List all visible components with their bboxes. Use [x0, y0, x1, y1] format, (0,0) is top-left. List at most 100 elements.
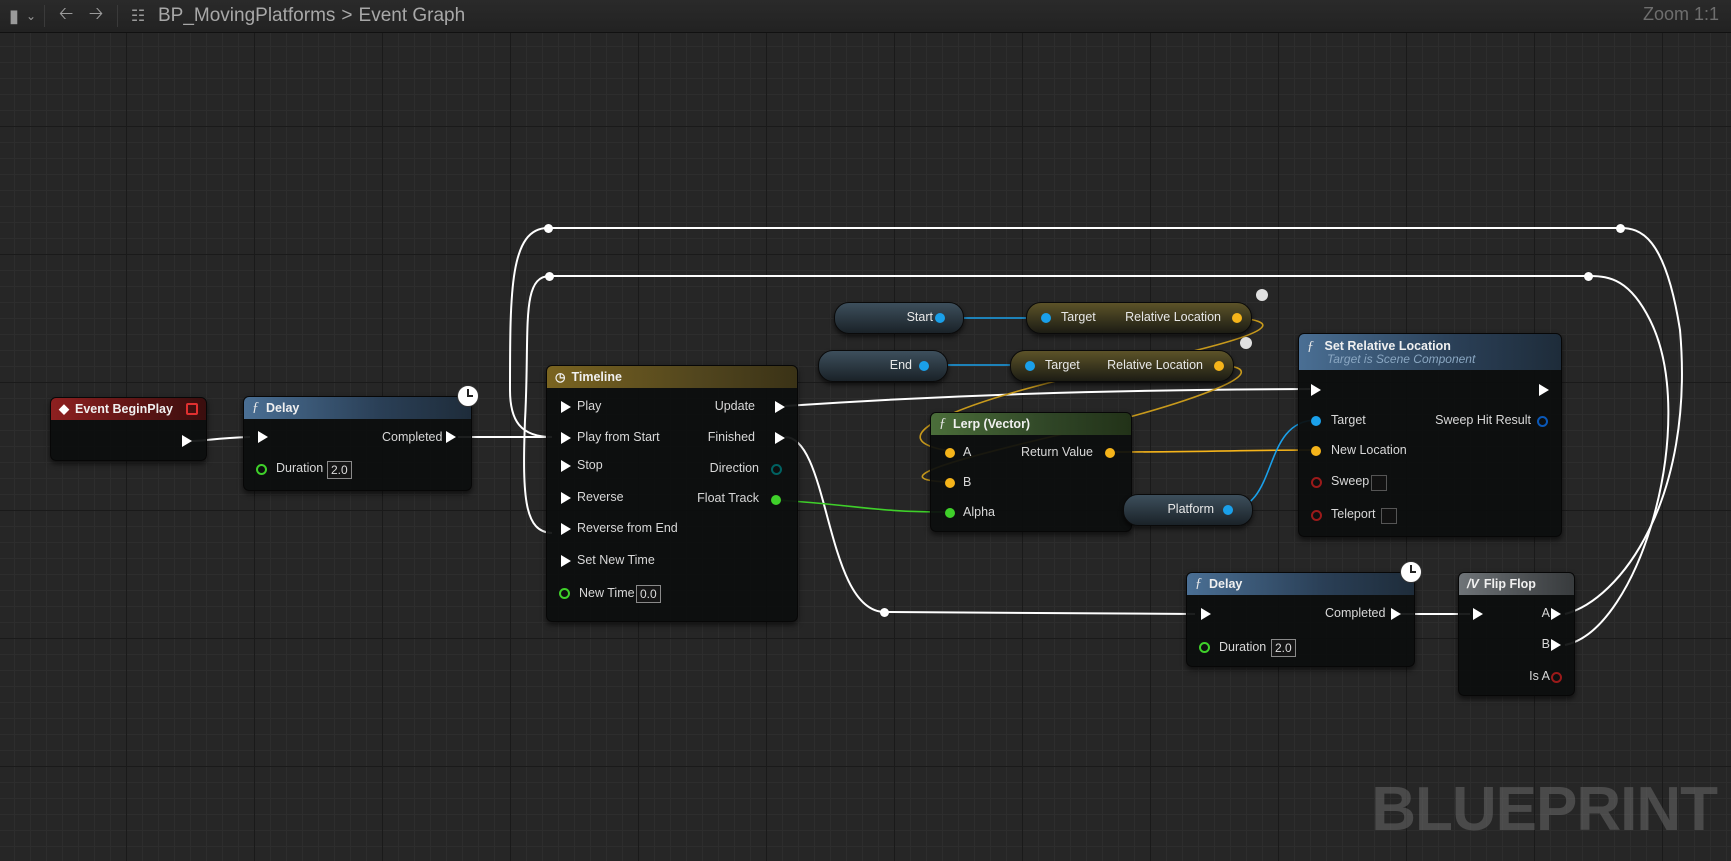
vector-input-pin[interactable] [1311, 446, 1321, 456]
exec-input-pin[interactable] [561, 460, 571, 472]
flip-flop-node[interactable]: /V Flip Flop A B Is A [1458, 572, 1575, 696]
object-input-pin[interactable] [1041, 313, 1051, 323]
platform-variable-node[interactable]: Platform [1123, 494, 1253, 526]
node-header: ƒ Lerp (Vector) [931, 413, 1131, 435]
bookmark-icon[interactable]: ▮ [9, 5, 19, 26]
node-header: ◆ Event BeginPlay [51, 398, 206, 420]
exec-output-pin[interactable] [1539, 384, 1549, 396]
new-time-label: New Time [579, 586, 635, 600]
exec-output-pin[interactable] [775, 401, 785, 413]
object-output-pin[interactable] [919, 361, 929, 371]
set-relative-location-node[interactable]: ƒ Set Relative Location Target is Scene … [1298, 333, 1562, 537]
reroute-knot[interactable] [1616, 224, 1625, 233]
timeline-input-reverse-from-end: Reverse from End [577, 521, 678, 535]
exec-output-pin[interactable] [1551, 639, 1561, 651]
float-input-pin[interactable] [559, 588, 570, 599]
latent-clock-icon [1400, 561, 1422, 583]
variable-label: Platform [1167, 502, 1214, 516]
lerp-b-label: B [963, 475, 972, 489]
exec-output-pin[interactable] [1391, 608, 1401, 620]
sweep-checkbox[interactable] [1371, 475, 1387, 491]
exec-output-pin[interactable] [775, 432, 785, 444]
delay-node-1[interactable]: ƒ Delay Completed Duration 2.0 [243, 396, 472, 491]
flip-flop-icon: /V [1467, 577, 1479, 591]
breadcrumb-graph[interactable]: Event Graph [358, 5, 466, 26]
flip-flop-a-label: A [1541, 606, 1550, 620]
completed-label: Completed [382, 430, 443, 444]
reroute-knot[interactable] [545, 272, 554, 281]
timeline-output-direction: Direction [709, 461, 759, 475]
exec-input-pin[interactable] [561, 432, 571, 444]
lerp-alpha-label: Alpha [963, 505, 995, 519]
reroute-knot[interactable] [544, 224, 553, 233]
delegate-pin-icon[interactable] [186, 403, 198, 415]
target-label: Target [1061, 310, 1096, 324]
graph-toolbar: ▮ ⌄ 🡠 🡢 ☷ BP_MovingPlatforms > Event Gra… [0, 0, 1731, 33]
chevron-down-icon[interactable]: ⌄ [25, 9, 37, 23]
float-input-pin[interactable] [1199, 642, 1210, 653]
timeline-node[interactable]: ◷ Timeline Play Play from Start Stop Rev… [546, 365, 798, 622]
exec-output-pin[interactable] [182, 435, 192, 447]
bool-input-pin[interactable] [1311, 510, 1322, 521]
timeline-output-float-track: Float Track [697, 491, 759, 505]
event-beginplay-node[interactable]: ◆ Event BeginPlay [50, 397, 207, 461]
exec-input-pin[interactable] [1201, 608, 1211, 620]
vector-output-pin[interactable] [1105, 448, 1115, 458]
start-variable-node[interactable]: Start [834, 302, 964, 334]
sweep-hit-result-label: Sweep Hit Result [1435, 413, 1531, 427]
variable-label: End [889, 358, 912, 372]
vector-output-pin[interactable] [1214, 361, 1224, 371]
exec-wire [784, 388, 1311, 407]
bool-input-pin[interactable] [1311, 477, 1322, 488]
get-relative-location-end-node[interactable]: Target Relative Location [1010, 350, 1234, 382]
timeline-output-finished: Finished [707, 430, 755, 444]
object-input-pin[interactable] [1311, 416, 1321, 426]
breadcrumb-blueprint[interactable]: BP_MovingPlatforms [158, 5, 336, 26]
exec-input-pin[interactable] [561, 523, 571, 535]
zoom-level: Zoom 1:1 [1642, 4, 1719, 24]
teleport-checkbox[interactable] [1381, 508, 1397, 524]
exec-output-pin[interactable] [1551, 608, 1561, 620]
object-output-pin[interactable] [935, 313, 945, 323]
reroute-knot[interactable] [880, 608, 889, 617]
delay-node-2[interactable]: ƒ Delay Completed Duration 2.0 [1186, 572, 1415, 667]
lerp-vector-node[interactable]: ƒ Lerp (Vector) A Return Value B Alpha [930, 412, 1132, 532]
exec-input-pin[interactable] [1311, 384, 1321, 396]
relative-location-label: Relative Location [1107, 358, 1203, 372]
float-input-pin[interactable] [945, 508, 955, 518]
divider [44, 5, 45, 27]
breadcrumb-separator: > [341, 5, 353, 26]
vector-input-pin[interactable] [945, 478, 955, 488]
bool-output-pin[interactable] [1551, 672, 1562, 683]
vector-output-pin[interactable] [1232, 313, 1242, 323]
new-time-value[interactable]: 0.0 [636, 585, 661, 603]
exec-output-pin[interactable] [446, 431, 456, 443]
byte-output-pin[interactable] [771, 464, 782, 475]
end-variable-node[interactable]: End [818, 350, 948, 382]
exec-input-pin[interactable] [1473, 608, 1483, 620]
duration-value[interactable]: 2.0 [327, 461, 352, 479]
float-output-pin[interactable] [771, 495, 781, 505]
back-arrow-icon[interactable]: 🡠 [58, 3, 74, 23]
object-input-pin[interactable] [1025, 361, 1035, 371]
forward-arrow-icon[interactable]: 🡢 [88, 3, 104, 23]
object-output-pin[interactable] [1223, 505, 1233, 515]
exec-input-pin[interactable] [561, 401, 571, 413]
struct-output-pin[interactable] [1537, 416, 1548, 427]
get-relative-location-start-node[interactable]: Target Relative Location [1026, 302, 1252, 334]
graph-hierarchy-icon[interactable]: ☷ [130, 8, 146, 25]
exec-input-pin[interactable] [258, 431, 268, 443]
float-wire [774, 499, 949, 513]
reroute-knot[interactable] [1584, 272, 1593, 281]
timeline-clock-icon: ◷ [555, 370, 566, 384]
exec-input-pin[interactable] [561, 492, 571, 504]
exec-input-pin[interactable] [561, 555, 571, 567]
exec-wire [884, 611, 1196, 615]
flip-flop-b-label: B [1541, 637, 1550, 651]
event-diamond-icon: ◆ [59, 401, 69, 416]
float-input-pin[interactable] [256, 464, 267, 475]
new-location-label: New Location [1331, 443, 1407, 457]
vector-input-pin[interactable] [945, 448, 955, 458]
node-title: Flip Flop [1483, 577, 1536, 591]
duration-value[interactable]: 2.0 [1271, 639, 1296, 657]
